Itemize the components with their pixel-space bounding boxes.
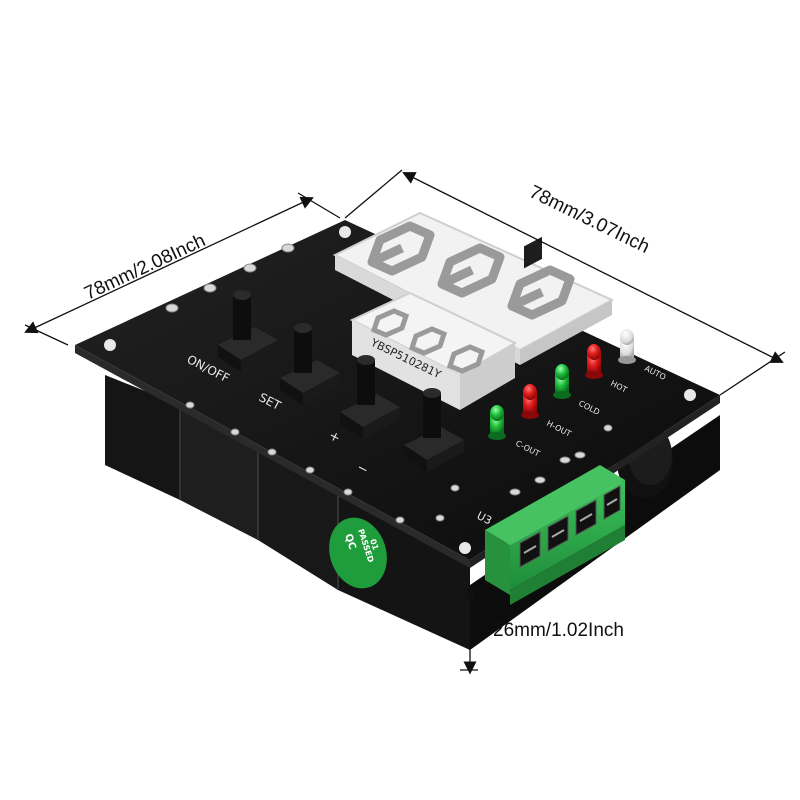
- terminal-block: [485, 236, 625, 605]
- mounting-hole: [459, 542, 471, 554]
- mounting-hole: [104, 339, 116, 351]
- dimension-annotations: [24, 169, 786, 675]
- mounting-hole: [339, 226, 351, 238]
- led-c-out: [488, 405, 506, 440]
- button-set[interactable]: [280, 323, 340, 405]
- height-dimension-label: 26mm/1.02Inch: [493, 620, 624, 641]
- led-auto: [618, 329, 636, 364]
- mounting-hole: [684, 389, 696, 401]
- qc-passed-sticker: QC PASSED 01: [329, 517, 387, 589]
- qc-sticker-line3: 01: [368, 538, 380, 552]
- button-minus[interactable]: [404, 388, 464, 472]
- button-plus[interactable]: [340, 355, 400, 439]
- length-dimension-line: [402, 172, 784, 363]
- led-hot: [585, 344, 603, 379]
- led-cold: [553, 364, 571, 399]
- led-h-out: [521, 384, 539, 419]
- qc-sticker-line1: QC: [342, 533, 357, 551]
- length-dimension-label: 78mm/3.07Inch: [526, 182, 653, 258]
- label-connector: U3: [475, 509, 494, 527]
- width-dimension-line: [24, 196, 314, 334]
